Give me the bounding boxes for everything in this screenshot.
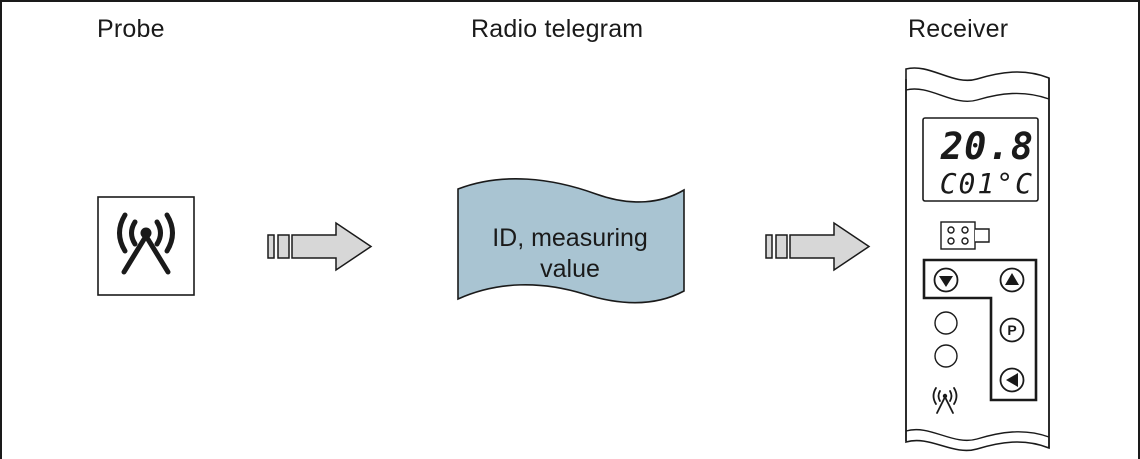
triangle-up-icon [1005, 273, 1019, 285]
radio-antenna-icon [932, 387, 958, 414]
receiver-heading: Receiver [908, 15, 1009, 43]
probe-box [97, 196, 195, 296]
program-button-label: P [1007, 322, 1016, 338]
radio-antenna-icon [117, 212, 175, 275]
triangle-left-icon [1006, 373, 1018, 387]
up-button[interactable] [999, 267, 1025, 293]
triangle-down-icon [939, 276, 953, 287]
transmission-arrow-icon [765, 221, 871, 272]
transmission-arrow-icon [267, 221, 373, 272]
connector-icon [940, 221, 990, 250]
radio-telegram-banner: ID, measuring value [457, 178, 685, 304]
display-channel-unit: C01°C [940, 167, 1034, 200]
probe-device [97, 196, 195, 296]
status-led-1 [934, 311, 958, 335]
program-button[interactable]: P [999, 317, 1025, 343]
left-button[interactable] [999, 367, 1025, 393]
display-value: 20.8 [940, 125, 1034, 168]
radio-telegram-heading: Radio telegram [471, 15, 644, 43]
telegram-line-2: value [540, 255, 600, 283]
telegram-shape [457, 178, 685, 304]
probe-heading: Probe [97, 15, 165, 43]
receiver-device: 20.8 C01°C P [905, 67, 1050, 452]
down-button[interactable] [933, 267, 959, 293]
status-led-2 [934, 344, 958, 368]
receiver-display [922, 117, 1039, 202]
keypad-frame [922, 258, 1038, 402]
telegram-line-1: ID, measuring [492, 224, 648, 252]
